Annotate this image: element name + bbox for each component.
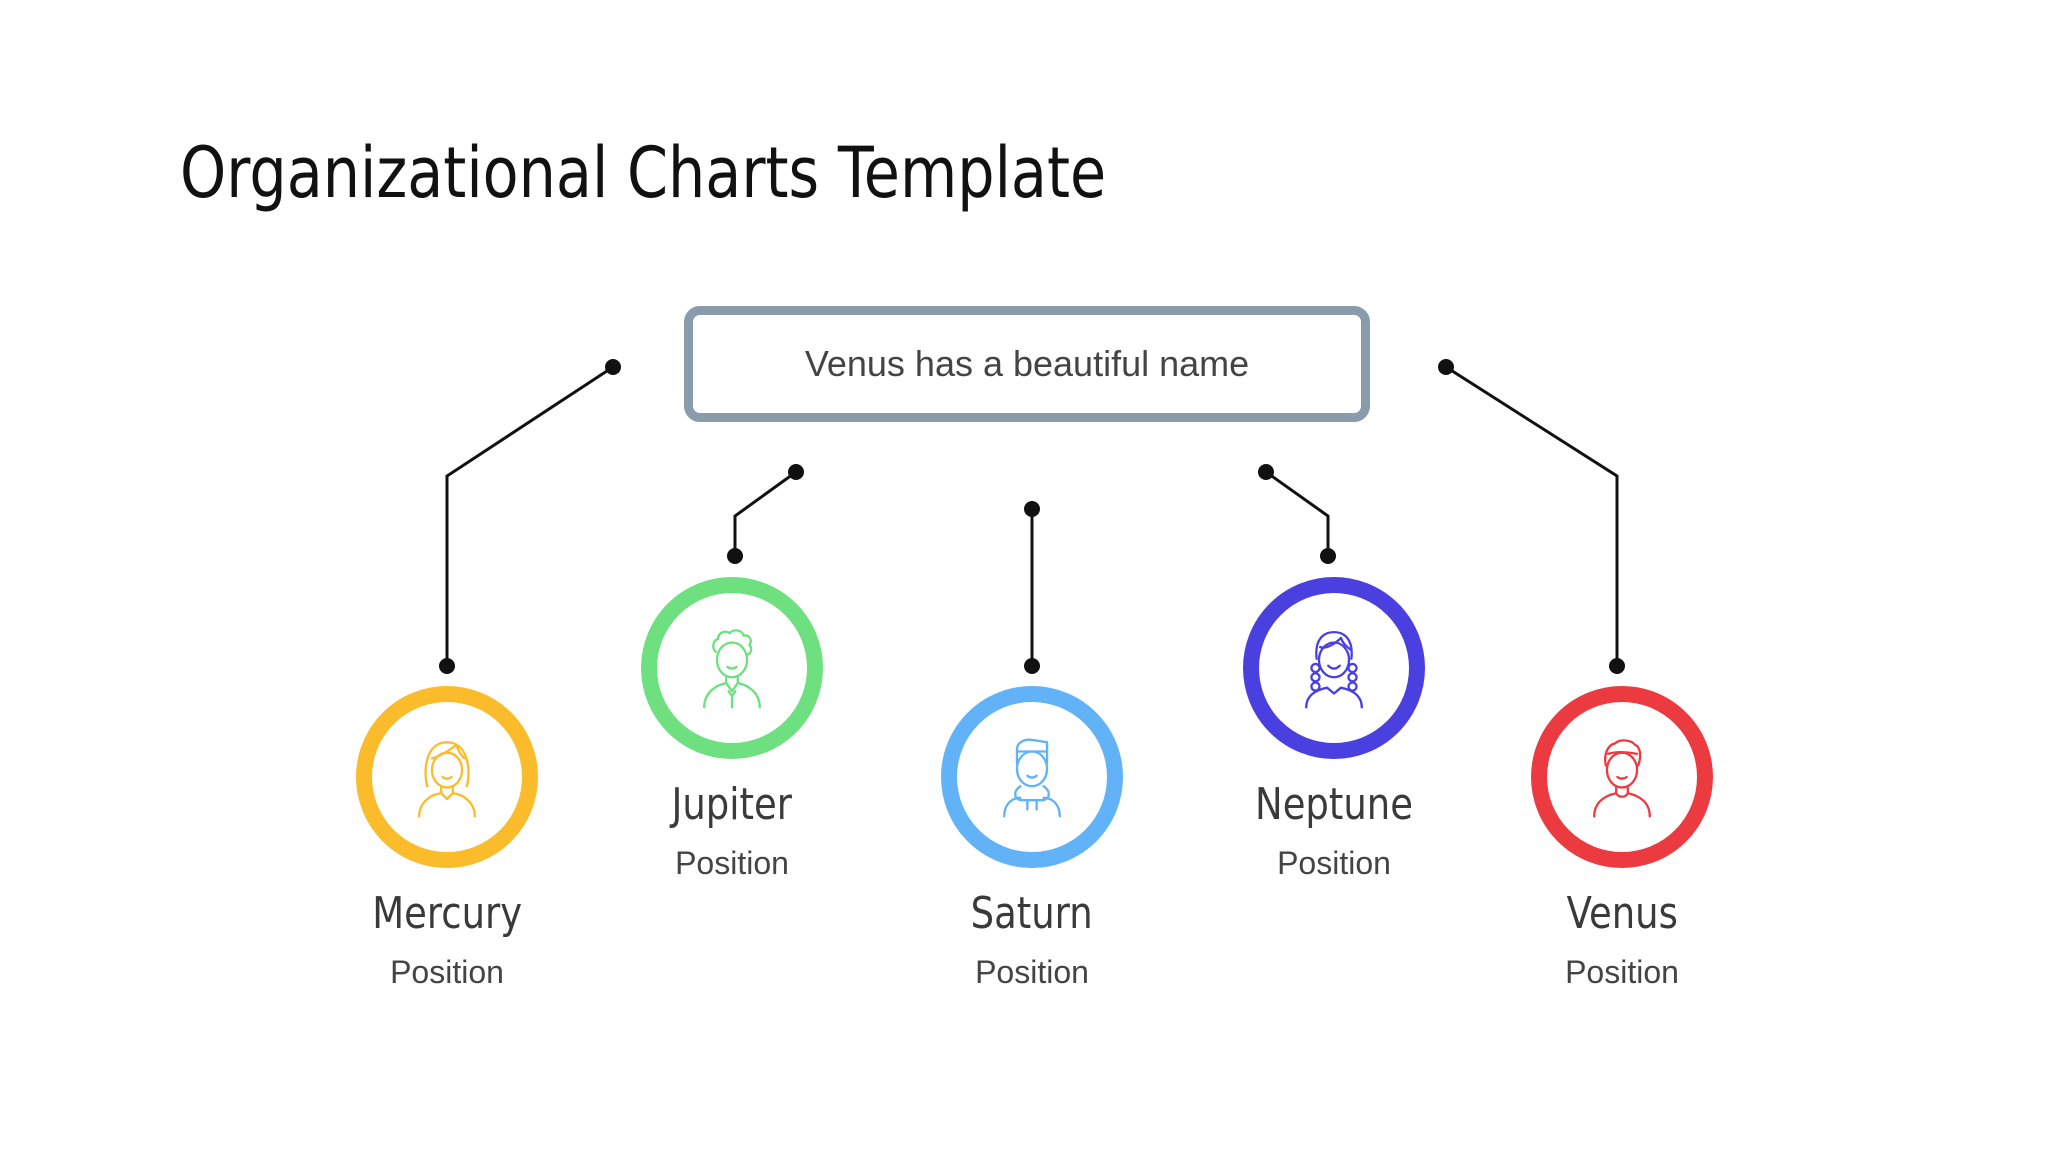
member-role-mercury: Position [390,954,504,990]
avatar-jupiter [641,577,823,759]
connector-dot [1024,501,1040,517]
connector-dot [439,658,455,674]
top-node-box: Venus has a beautiful name [684,306,1370,422]
braided-hair-woman-icon [1305,630,1363,709]
connector-dot [727,548,743,564]
member-role-neptune: Position [1277,845,1391,881]
connector-dot [1609,658,1625,674]
avatar-neptune [1243,577,1425,759]
avatar-venus [1531,686,1713,868]
page-title: Organizational Charts Template [180,132,1107,214]
curly-hair-man-icon [703,629,761,709]
member-role-venus: Position [1565,954,1679,990]
member-name-venus: Venus [1566,888,1678,939]
connector-dot [1024,658,1040,674]
man-short-hair-icon [1593,739,1651,818]
member-role-saturn: Position [975,954,1089,990]
connector-mercury [445,365,614,666]
member-name-mercury: Mercury [372,888,522,939]
member-name-jupiter: Jupiter [671,779,793,830]
connector-dot [1438,359,1454,375]
connector-venus [1445,365,1619,666]
avatar-mercury [356,686,538,868]
member-name-saturn: Saturn [970,888,1093,939]
top-node-text: Venus has a beautiful name [804,343,1250,384]
connector-jupiter [733,470,797,556]
avatar-saturn [941,686,1123,868]
connector-dot [1320,548,1336,564]
member-role-jupiter: Position [675,845,789,881]
connector-dot [1258,464,1274,480]
connector-dot [605,359,621,375]
member-name-neptune: Neptune [1255,779,1413,830]
connector-neptune [1265,470,1330,556]
hoodie-man-icon [1003,738,1061,818]
connector-dot [788,464,804,480]
woman-long-hair-icon [418,741,476,818]
